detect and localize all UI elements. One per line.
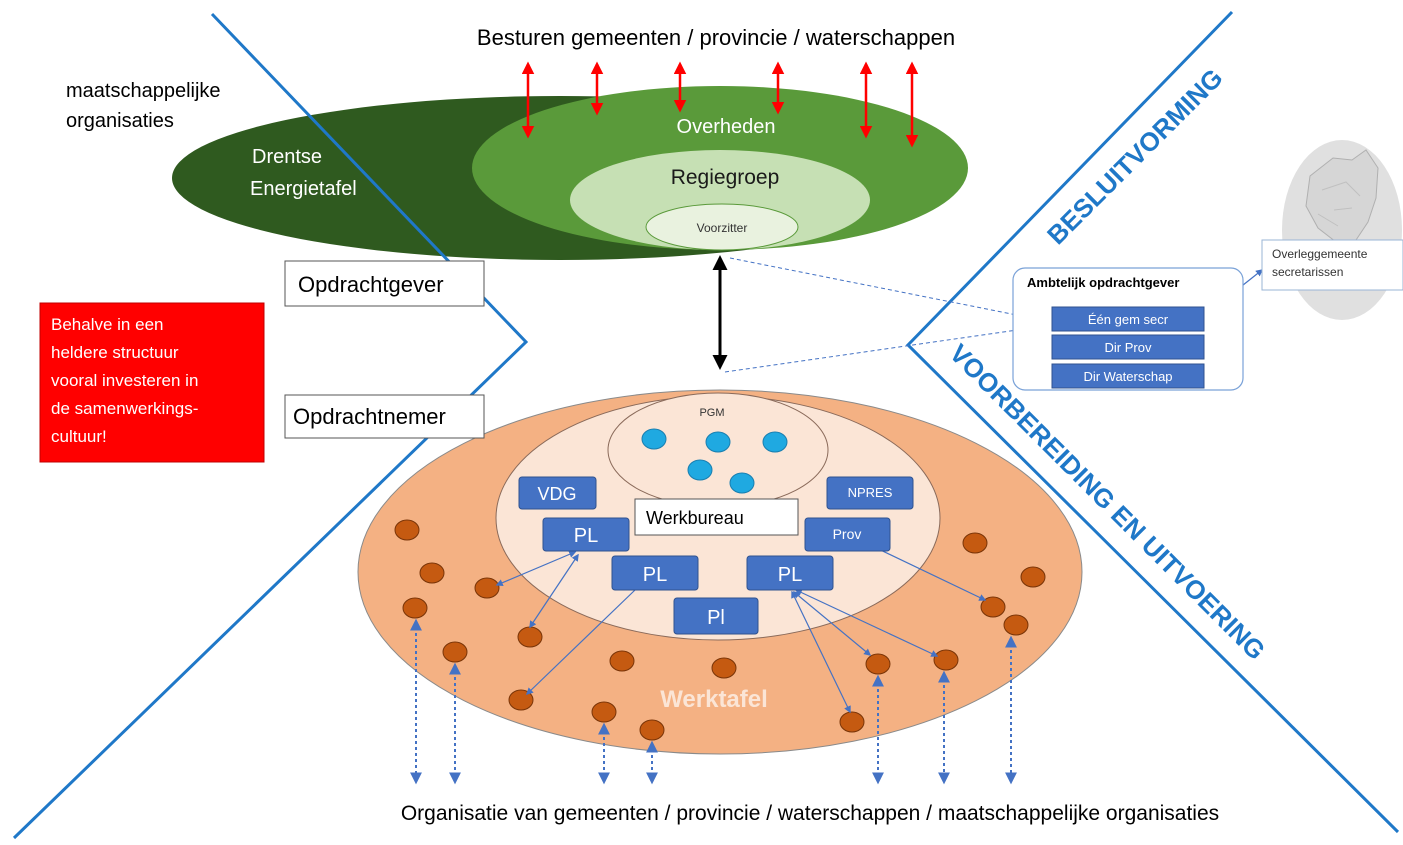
participant-dot xyxy=(865,653,891,675)
npres-node: NPRES xyxy=(826,476,914,510)
vdg-node: VDG xyxy=(518,476,597,510)
drenthe-map-icon xyxy=(1305,149,1379,243)
section-lines xyxy=(12,10,1400,840)
overleg-box xyxy=(1261,239,1403,291)
regiegroep-label: Regiegroep xyxy=(671,166,780,189)
participant-dot xyxy=(517,626,543,648)
left-line xyxy=(12,12,529,840)
overheden-label: Overheden xyxy=(677,116,776,138)
pl-node-1: PL xyxy=(542,517,630,552)
board-arrows xyxy=(521,61,919,148)
svg-text:Opdrachtgever: Opdrachtgever xyxy=(298,272,444,297)
svg-text:VDG: VDG xyxy=(537,484,576,504)
svg-text:PL: PL xyxy=(643,564,667,586)
prov-node: Prov xyxy=(804,517,891,552)
note-box xyxy=(39,302,265,463)
top-title: Besturen gemeenten / provincie / watersc… xyxy=(477,25,955,50)
pl-node-3: PL xyxy=(746,555,834,591)
pl-link xyxy=(794,589,939,657)
voorzitter-ellipse xyxy=(645,203,799,251)
energietafel-line-2: Energietafel xyxy=(250,178,357,200)
pl-link xyxy=(529,553,579,629)
pgm-label: PGM xyxy=(699,407,724,419)
participant-dot xyxy=(980,596,1006,618)
pgm-members xyxy=(641,428,788,494)
social-orgs-line-1: maatschappelijke xyxy=(66,80,221,102)
ambtelijk-title: Ambtelijk opdrachtgever xyxy=(1027,275,1179,290)
participant-dot xyxy=(1020,566,1046,588)
ambtelijk-connectors xyxy=(724,257,1053,373)
note-line-1: Behalve in een xyxy=(51,315,163,334)
pl-node-4: Pl xyxy=(673,597,759,635)
pgm-member xyxy=(705,431,731,453)
svg-text:Prov: Prov xyxy=(833,526,862,542)
participant-dot xyxy=(402,597,428,619)
werktafel-label: Werktafel xyxy=(660,686,768,713)
participant-dot xyxy=(933,649,959,671)
participant-dot xyxy=(508,689,534,711)
participant-dot xyxy=(442,641,468,663)
participant-dot xyxy=(711,657,737,679)
svg-text:PL: PL xyxy=(574,525,598,547)
ambtelijk-item-2: Dir Prov xyxy=(1051,334,1205,360)
pl-links xyxy=(495,544,987,714)
participant-dot xyxy=(639,719,665,741)
svg-text:PL: PL xyxy=(778,564,802,586)
participant-dot xyxy=(962,532,988,554)
svg-text:NPRES: NPRES xyxy=(848,485,893,500)
opdrachtgever-box: Opdrachtgever xyxy=(284,260,485,307)
overleg-line-2: secretarissen xyxy=(1272,265,1343,279)
note-line-2: heldere structuur xyxy=(51,343,179,362)
pgm-member xyxy=(729,472,755,494)
right-line xyxy=(905,10,1400,834)
participant-dot xyxy=(394,519,420,541)
pl-node-2: PL xyxy=(611,555,699,591)
pgm-member xyxy=(762,431,788,453)
ambtelijk-item-1: Één gem secr xyxy=(1051,306,1205,332)
social-orgs-line-2: organisaties xyxy=(66,110,174,132)
connector-upper xyxy=(729,257,1053,323)
note-line-5: cultuur! xyxy=(51,427,107,446)
opdrachtnemer-box: Opdrachtnemer xyxy=(284,394,485,439)
werkbureau-node: Werkbureau xyxy=(634,498,799,536)
svg-text:Dir Prov: Dir Prov xyxy=(1105,340,1152,355)
pgm-member xyxy=(641,428,667,450)
werktafel-participants xyxy=(394,519,1046,741)
svg-text:Dir Waterschap: Dir Waterschap xyxy=(1083,369,1172,384)
participant-dot xyxy=(474,577,500,599)
svg-text:Één gem secr: Één gem secr xyxy=(1088,312,1169,327)
org-links xyxy=(410,618,1017,785)
participant-dot xyxy=(591,701,617,723)
participant-dot xyxy=(609,650,635,672)
svg-text:Opdrachtnemer: Opdrachtnemer xyxy=(293,404,446,429)
bottom-title: Organisatie van gemeenten / provincie / … xyxy=(401,802,1219,825)
besluitvorming-label: BESLUITVORMING xyxy=(1041,63,1229,251)
participant-dot xyxy=(419,562,445,584)
note-line-3: vooral investeren in xyxy=(51,371,198,390)
pl-link xyxy=(525,589,636,695)
overleg-line-1: Overleggemeente xyxy=(1272,247,1368,261)
svg-text:Werkbureau: Werkbureau xyxy=(646,508,744,528)
connector-lower xyxy=(724,324,1053,373)
pgm-member xyxy=(687,459,713,481)
participant-dot xyxy=(1003,614,1029,636)
pl-link xyxy=(869,544,987,601)
svg-text:Pl: Pl xyxy=(707,607,725,629)
energietafel-line-1: Drentse xyxy=(252,146,322,168)
voorzitter-label: Voorzitter xyxy=(697,221,748,235)
participant-dot xyxy=(839,711,865,733)
ambtelijk-item-3: Dir Waterschap xyxy=(1051,363,1205,389)
note-line-4: de samenwerkings- xyxy=(51,399,198,418)
